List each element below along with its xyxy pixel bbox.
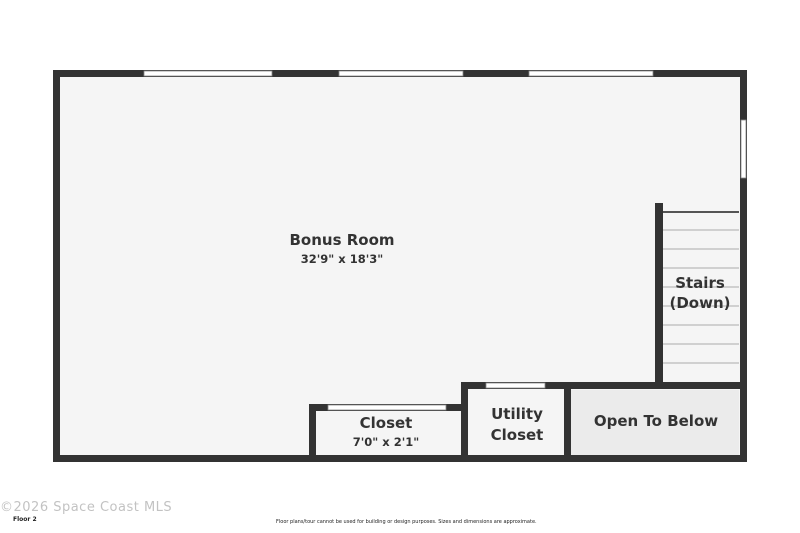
open-to-below-label: Open To Below <box>594 412 718 430</box>
window-top-3 <box>528 70 654 77</box>
window-top-1 <box>143 70 273 77</box>
closet-label: Closet <box>360 414 413 432</box>
wall-utility-left <box>461 382 468 462</box>
wall-utility-right <box>564 382 571 462</box>
utility-closet-label-1: Utility <box>491 405 543 423</box>
wall-left <box>53 70 60 462</box>
wall-interior-horizontal <box>461 382 747 389</box>
wall-stairs <box>655 203 663 387</box>
closet-dimensions: 7'0" x 2'1" <box>353 435 419 449</box>
bonus-room-dimensions: 32'9" x 18'3" <box>301 252 383 266</box>
stairs-direction-label: (Down) <box>669 294 730 312</box>
stairs-label: Stairs <box>675 274 725 292</box>
opening-closet <box>327 404 447 411</box>
floor-label: Floor 2 <box>13 516 37 523</box>
bonus-room-label: Bonus Room <box>289 231 394 249</box>
utility-closet-label-2: Closet <box>491 426 544 444</box>
opening-utility <box>485 382 546 389</box>
window-right <box>740 119 747 179</box>
watermark: ©2026 Space Coast MLS <box>0 500 173 515</box>
wall-right <box>740 70 747 462</box>
wall-closet-left <box>309 404 316 462</box>
wall-bottom <box>53 455 747 462</box>
stairs-treads <box>663 229 739 364</box>
floor-open-to-below <box>571 390 739 455</box>
disclaimer-text: Floor plans/tour cannot be used for buil… <box>276 519 537 525</box>
windows <box>143 70 747 411</box>
window-top-2 <box>338 70 464 77</box>
